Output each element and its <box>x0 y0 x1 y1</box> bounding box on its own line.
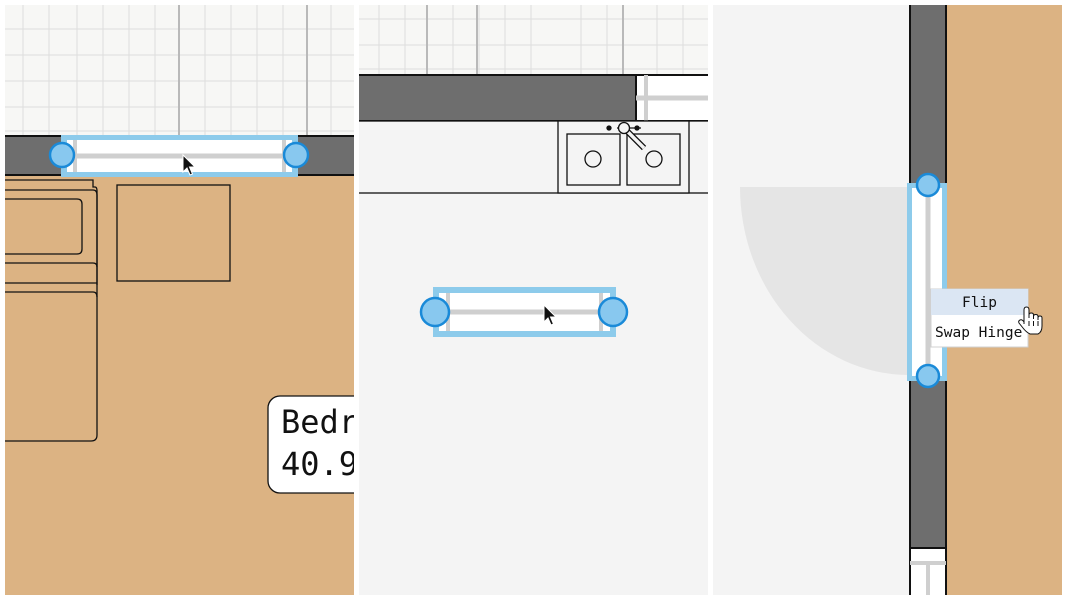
door-selected[interactable] <box>907 183 947 381</box>
floorplan-canvas[interactable] <box>359 5 708 595</box>
hand-pointer-icon <box>1018 306 1043 335</box>
menu-item-swap-hinge-label: Swap Hinge <box>935 325 1022 341</box>
floorplan-canvas[interactable]: Bedr 40.9 <box>5 5 354 595</box>
floorplan-canvas[interactable]: Flip Swap Hinge <box>713 5 1062 595</box>
resize-handle-right[interactable] <box>282 141 310 169</box>
doorway-lower[interactable] <box>909 547 947 595</box>
existing-window[interactable] <box>635 74 708 122</box>
room-name: Bedr <box>281 403 354 441</box>
cursor-arrow-icon <box>543 303 558 326</box>
menu-item-flip-label: Flip <box>962 295 997 311</box>
resize-handle-left[interactable] <box>48 141 76 169</box>
resize-handle-bottom[interactable] <box>915 363 941 389</box>
kitchen-wall[interactable] <box>359 74 637 122</box>
resize-handle-right[interactable] <box>597 296 629 328</box>
room-label[interactable]: Bedr 40.9 <box>267 395 354 494</box>
window-selected[interactable] <box>61 135 298 177</box>
menu-item-flip[interactable]: Flip <box>931 289 1028 315</box>
resize-handle-top[interactable] <box>915 172 941 198</box>
faucet-icon <box>606 121 647 151</box>
menu-item-swap-hinge[interactable]: Swap Hinge <box>931 319 1028 345</box>
panel-window-in-kitchen <box>359 5 708 595</box>
bed[interactable] <box>5 179 98 442</box>
window-selected[interactable] <box>433 287 616 337</box>
panel-door-context-menu: Flip Swap Hinge <box>713 5 1062 595</box>
bedroom-floor <box>5 175 354 595</box>
door-swing-arc <box>740 187 909 375</box>
cursor-arrow-icon <box>182 153 197 176</box>
room-area: 40.9 <box>281 445 354 483</box>
nightstand[interactable] <box>116 184 231 282</box>
resize-handle-left[interactable] <box>419 296 451 328</box>
panel-window-on-wall: Bedr 40.9 <box>5 5 354 595</box>
context-menu: Flip Swap Hinge <box>930 288 1029 348</box>
